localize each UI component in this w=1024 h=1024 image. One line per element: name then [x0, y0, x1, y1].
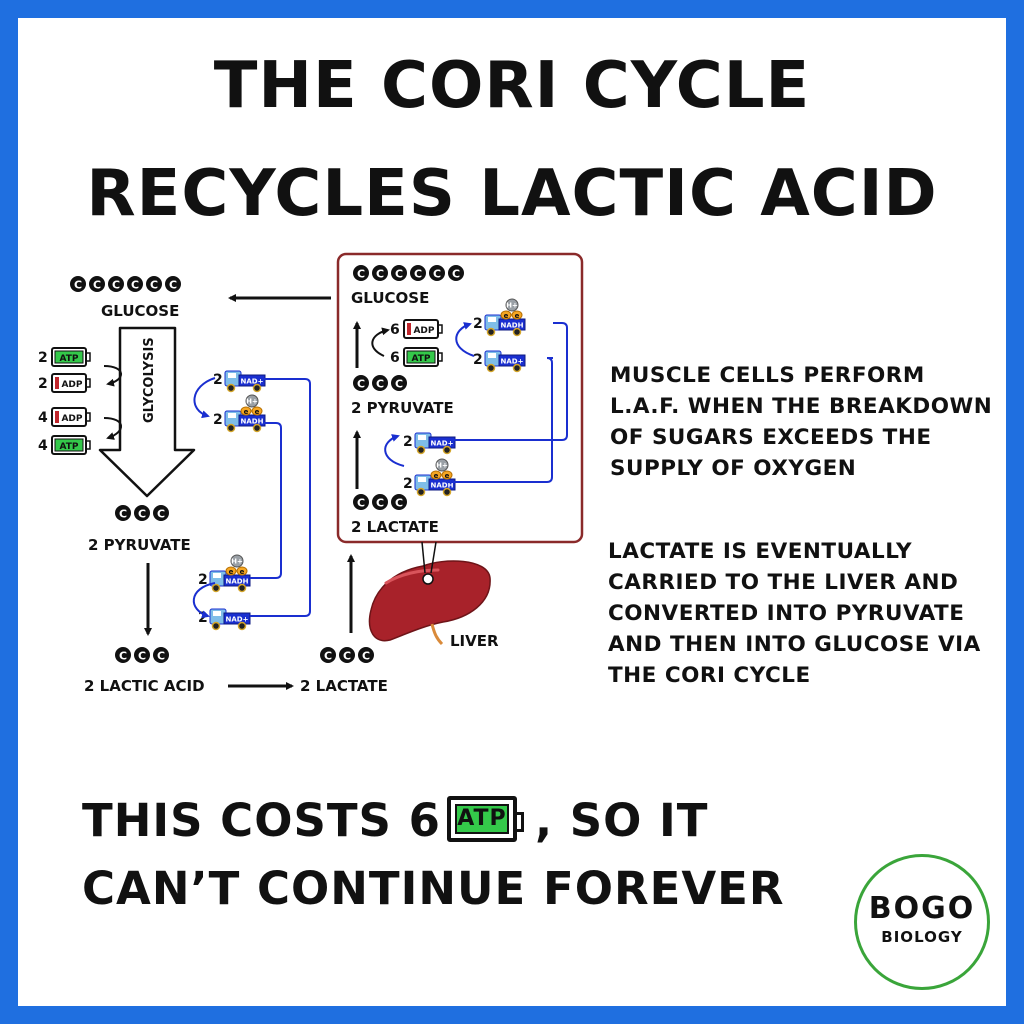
glucose-chain-liver [353, 265, 464, 281]
glycolysis-arrow: GLYCOLYSIS [98, 326, 196, 498]
nadh-truck-1-label: NADH [241, 418, 264, 426]
nadh-truck-2-hplus: H+ [231, 558, 243, 566]
logo-line-2: BIOLOGY [881, 928, 963, 946]
liver-nadh-truck-top-electron-2: e [515, 312, 520, 320]
adp-out-battery: 2 ADP [38, 373, 91, 393]
glucose-label-muscle: GLUCOSE [101, 302, 179, 320]
lactate-paragraph-line-3: CONVERTED INTO PYRUVATE [608, 601, 965, 626]
liver-nadh-truck-top-electron-1: e [504, 312, 509, 320]
cost-suffix: , SO IT [534, 794, 709, 847]
lactate-chain-muscle [320, 647, 374, 663]
lactic-acid-label: 2 LACTIC ACID [84, 677, 205, 695]
nad-truck-1-count: 2 [213, 372, 223, 388]
cost-line-2: CAN’T CONTINUE FOREVER [82, 862, 785, 915]
muscle-paragraph: MUSCLE CELLS PERFORM L.A.F. WHEN THE BRE… [610, 360, 992, 484]
liver-atp-battery-label: ATP [411, 354, 430, 364]
title-line-2: RECYCLES LACTIC ACID [86, 157, 938, 231]
atp-in-battery-count: 2 [38, 350, 48, 366]
lactate-paragraph-line-5: THE CORI CYCLE [608, 663, 811, 688]
atp-in-battery-label: ATP [59, 354, 78, 364]
cost-prefix: THIS COSTS 6 [82, 794, 441, 847]
pyruvate-label-muscle: 2 PYRUVATE [88, 536, 191, 554]
nadh-truck-1-count: 2 [213, 412, 223, 428]
atp-out-battery: 4 ATP [38, 435, 91, 455]
liver-atp-battery-count: 6 [390, 350, 400, 366]
pyruvate-label-liver: 2 PYRUVATE [351, 399, 454, 417]
lactate-paragraph-line-2: CARRIED TO THE LIVER AND [608, 570, 959, 595]
atp-battery-icon: ATP [446, 796, 524, 842]
liver-nadh-truck-bottom-electron-2: e [445, 472, 450, 480]
atp-in-battery: 2 ATP [38, 347, 91, 367]
bogo-biology-logo: BOGO BIOLOGY [854, 854, 990, 990]
adp-in-battery-count: 4 [38, 410, 48, 426]
nadh-truck-2-count: 2 [198, 572, 208, 588]
liver-organ [368, 541, 491, 646]
nadh-truck-2-electron-1: e [229, 568, 234, 576]
nad-truck-1: 2 NAD+ [213, 370, 266, 393]
liver-adp-battery-count: 6 [390, 322, 400, 338]
liver-nad-truck-top-label: NAD+ [501, 358, 524, 366]
liver-nadh-truck-top-count: 2 [473, 316, 483, 332]
liver-adp-battery: 6 ADP [390, 319, 443, 339]
logo-line-1: BOGO [868, 891, 976, 926]
glucose-chain-muscle [70, 276, 181, 292]
title-line-1: THE CORI CYCLE [213, 49, 811, 123]
lactate-paragraph-line-4: AND THEN INTO GLUCOSE VIA [608, 632, 981, 657]
atp-out-battery-count: 4 [38, 438, 48, 454]
liver-nadh-truck-bottom-electron-1: e [434, 472, 439, 480]
muscle-paragraph-line-1: MUSCLE CELLS PERFORM [610, 363, 925, 388]
muscle-paragraph-line-3: OF SUGARS EXCEEDS THE [610, 425, 932, 450]
glycolysis-label: GLYCOLYSIS [142, 337, 157, 423]
cori-cycle-diagram: C GLUCOSE GLUCOSE 2 PYRUVATE 2 PYRU [38, 252, 584, 695]
adp-in-battery: 4 ADP [38, 407, 91, 427]
adp-out-battery-label: ADP [61, 380, 82, 390]
atp-out-battery-label: ATP [59, 442, 78, 452]
nad-truck-1-label: NAD+ [241, 378, 264, 386]
liver-nad-truck-bottom: 2 NAD+ [403, 432, 456, 455]
lactic-acid-chain [115, 647, 169, 663]
liver-nadh-truck-top-label: NADH [501, 322, 524, 330]
muscle-paragraph-line-4: SUPPLY OF OXYGEN [610, 456, 857, 481]
liver-atp-battery: 6 ATP [390, 347, 443, 367]
liver-label: LIVER [450, 632, 499, 650]
liver-nadh-truck-bottom-count: 2 [403, 476, 413, 492]
nad-truck-2-label: NAD+ [226, 616, 249, 624]
liver-nad-truck-top: 2 NAD+ [473, 350, 526, 373]
liver-box [336, 252, 584, 544]
pyruvate-chain-muscle [115, 505, 169, 521]
pyruvate-chain-liver [353, 375, 407, 391]
liver-nadh-truck-bottom-label: NADH [431, 482, 454, 490]
nadh-truck-1-electron-2: e [255, 408, 260, 416]
lactate-paragraph-line-1: LACTATE IS EVENTUALLY [608, 539, 913, 564]
liver-nadh-truck-bottom-hplus: H+ [436, 462, 448, 470]
liver-nad-truck-bottom-count: 2 [403, 434, 413, 450]
liver-nad-truck-top-count: 2 [473, 352, 483, 368]
nadh-truck-1-hplus: H+ [246, 398, 258, 406]
muscle-paragraph-line-2: L.A.F. WHEN THE BREAKDOWN [610, 394, 993, 419]
atp-battery-label: ATP [454, 804, 509, 834]
adp-in-battery-label: ADP [61, 414, 82, 424]
nadh-truck-1-electron-1: e [244, 408, 249, 416]
lactate-chain-liver [353, 494, 407, 510]
nadh-truck-2-electron-2: e [240, 568, 245, 576]
adp-out-battery-count: 2 [38, 376, 48, 392]
liver-adp-battery-label: ADP [413, 326, 434, 336]
lactate-label-muscle: 2 LACTATE [300, 677, 388, 695]
glucose-label-liver: GLUCOSE [351, 289, 429, 307]
lactate-paragraph: LACTATE IS EVENTUALLY CARRIED TO THE LIV… [608, 536, 981, 691]
liver-nad-truck-bottom-label: NAD+ [431, 440, 454, 448]
nadh-truck-2-label: NADH [226, 578, 249, 586]
lactate-label-liver: 2 LACTATE [351, 518, 439, 536]
liver-nadh-truck-top-hplus: H+ [506, 302, 518, 310]
infographic: THE CORI CYCLE RECYCLES LACTIC ACID C [18, 18, 1006, 1006]
